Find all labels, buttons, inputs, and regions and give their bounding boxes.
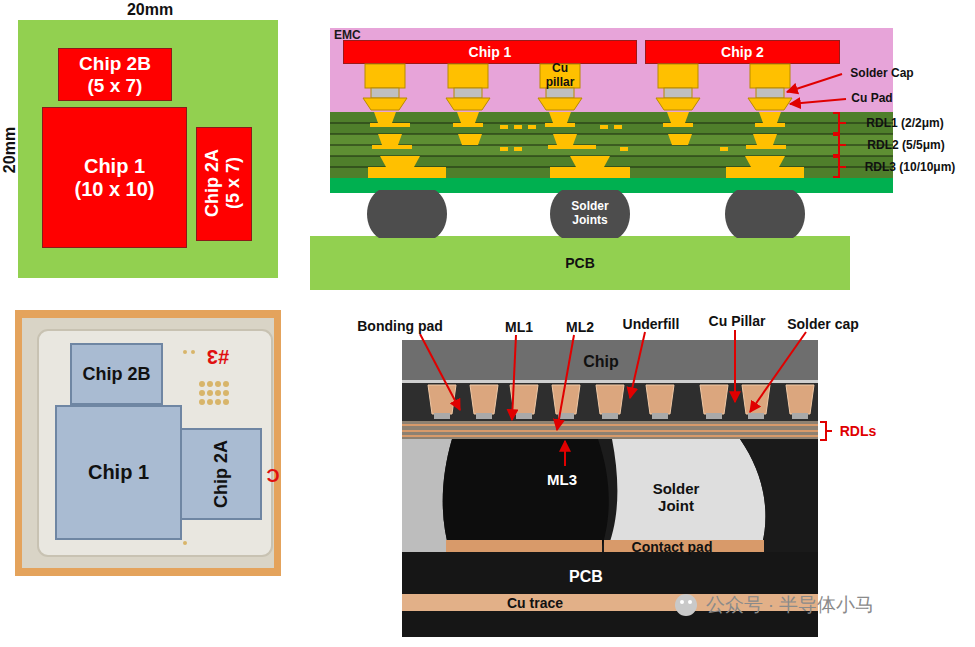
text-wrap: Chip 2B(5 x 7) bbox=[59, 49, 171, 100]
chip-name: Chip 2B bbox=[82, 364, 150, 385]
chip-photo: Chip 2B bbox=[70, 343, 163, 405]
text-wrap: Chip 2B bbox=[72, 345, 161, 403]
chip-photo: Chip 1 bbox=[55, 405, 182, 540]
chip-die: Chip 1 bbox=[343, 40, 637, 64]
region-label: PCB bbox=[569, 568, 603, 586]
chip-size: (5 x 7) bbox=[223, 157, 244, 209]
region-label: Solder Joint bbox=[636, 480, 716, 515]
layer-label: RDL2 (5/5μm) bbox=[867, 139, 944, 153]
callout-label: Solder cap bbox=[787, 316, 859, 332]
chip-footprint: Chip 2A(5 x 7) bbox=[196, 127, 252, 241]
callout-label: Bonding pad bbox=[357, 318, 443, 334]
dimension: 20mm bbox=[1, 127, 19, 173]
text-wrap: Chip 2A(5 x 7) bbox=[197, 128, 249, 238]
part-name: Cu pillar bbox=[538, 62, 582, 90]
chip-name: Chip 2B bbox=[79, 53, 151, 75]
callout-label: ML1 bbox=[505, 319, 533, 335]
watermark: 公众号 · 半导体小马 bbox=[706, 594, 875, 616]
chip-name: Chip 1 bbox=[84, 155, 145, 178]
chip-footprint: Chip 2B(5 x 7) bbox=[58, 48, 172, 101]
marking: #3 bbox=[207, 345, 229, 368]
emc-mold: EMCChip 1Chip 2 bbox=[330, 28, 893, 112]
text-wrap: Chip 1 bbox=[344, 41, 636, 63]
dimension: 20mm bbox=[127, 1, 173, 19]
region-label: ML3 bbox=[547, 471, 577, 488]
chip-size: (5 x 7) bbox=[88, 75, 143, 97]
text-wrap: Chip 2A bbox=[182, 430, 260, 518]
layer-label: RDL3 (10/10μm) bbox=[865, 161, 956, 175]
chip-name: Chip 1 bbox=[469, 44, 512, 60]
layer-label: RDL1 (2/2μm) bbox=[866, 117, 943, 131]
callout-label: ML2 bbox=[566, 319, 594, 335]
region-label: Cu trace bbox=[507, 595, 563, 611]
solder-joint: Solder Joints bbox=[548, 190, 632, 238]
chip-size: (10 x 10) bbox=[74, 178, 154, 201]
part-name: Solder Joints bbox=[560, 200, 620, 228]
text-wrap: PCB bbox=[310, 236, 850, 290]
text-wrap: Chip 2 bbox=[646, 41, 839, 63]
chip-name: Chip 2 bbox=[721, 44, 764, 60]
marking: C bbox=[267, 465, 280, 486]
text-wrap: Chip 1(10 x 10) bbox=[43, 108, 186, 247]
pcb-board: PCB bbox=[310, 236, 850, 290]
region-label: Contact pad bbox=[632, 539, 713, 555]
chip-die: Chip 2 bbox=[645, 40, 840, 64]
chip-name: Chip 2A bbox=[202, 149, 223, 217]
part-name: PCB bbox=[565, 255, 595, 271]
text-wrap: Chip 1 bbox=[57, 407, 180, 538]
callout-label: Solder Cap bbox=[850, 67, 913, 81]
callout-label: Underfill bbox=[623, 316, 680, 332]
chip-footprint: Chip 1(10 x 10) bbox=[42, 107, 187, 248]
callout-label: Cu Pillar bbox=[709, 313, 766, 329]
text-wrap: Solder Joints bbox=[548, 190, 632, 238]
chip-name: Chip 2A bbox=[211, 440, 232, 508]
callout-label: Cu Pad bbox=[851, 92, 892, 106]
chip-name: Chip 1 bbox=[88, 461, 149, 484]
region-label: Chip bbox=[583, 353, 619, 371]
chip-photo: Chip 2A bbox=[180, 428, 262, 520]
callout-label: RDLs bbox=[840, 423, 877, 439]
